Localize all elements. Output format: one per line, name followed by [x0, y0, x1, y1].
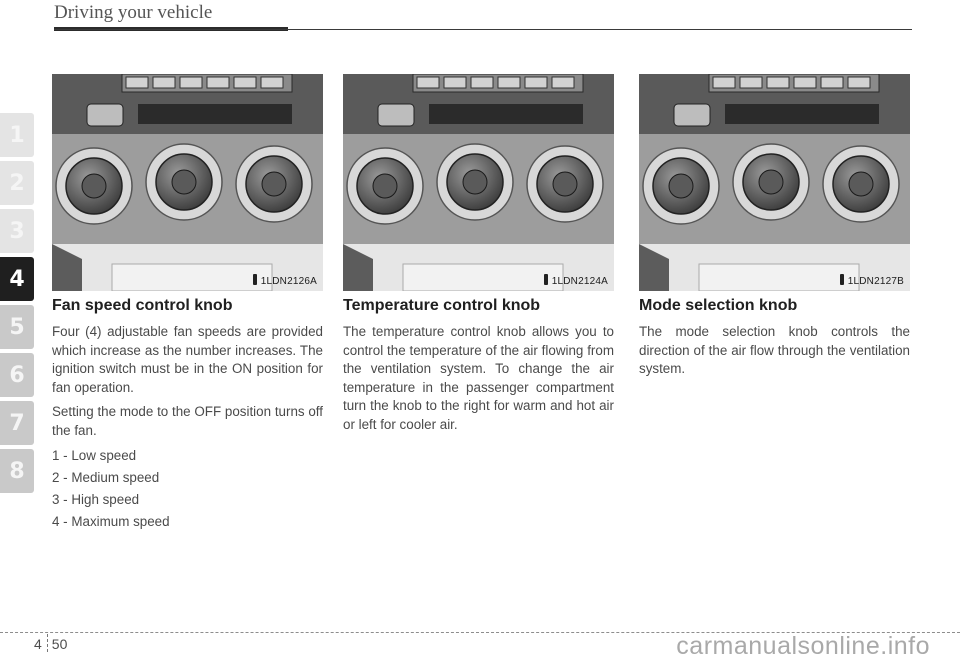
- eject-button: [673, 103, 711, 127]
- knob-center: [462, 169, 488, 195]
- chapter-tab-3[interactable]: 3: [0, 209, 34, 253]
- section-title: Mode selection knob: [639, 297, 798, 314]
- chapter-tab-2[interactable]: 2: [0, 161, 34, 205]
- preset-button: [739, 76, 763, 89]
- preset-button: [416, 76, 440, 89]
- chapter-tab-1[interactable]: 1: [0, 113, 34, 157]
- paragraph: Setting the mode to the OFF position tur…: [52, 404, 323, 438]
- preset-button: [712, 76, 736, 89]
- speed-list-item: 2 - Medium speed: [52, 469, 160, 485]
- knob-center: [261, 171, 287, 197]
- chapter-tab-8[interactable]: 8: [0, 449, 34, 493]
- disc-slot: [138, 104, 292, 124]
- figure-code: 1LDN2127B: [839, 274, 904, 287]
- paragraph: The temperature control knob allows you …: [343, 324, 614, 432]
- page-header-title: Driving your vehicle: [54, 2, 213, 23]
- speed-list-item: 4 - Maximum speed: [52, 513, 170, 529]
- preset-button: [524, 76, 548, 89]
- chapter-tabs: 1 2 3 4 5 6 7 8: [0, 113, 38, 497]
- page-number-value: 50: [51, 636, 68, 652]
- knob-center: [171, 169, 197, 195]
- preset-button: [125, 76, 149, 89]
- storage-tray: [698, 263, 860, 291]
- figure-marker-icon: [839, 274, 844, 285]
- preset-button: [179, 76, 203, 89]
- figure-marker-icon: [543, 274, 548, 285]
- preset-button: [497, 76, 521, 89]
- figure-marker-icon: [252, 274, 257, 285]
- section-temperature: 1LDN2124A Temperature control knob The t…: [343, 74, 614, 441]
- page-number: 4 50: [34, 634, 67, 652]
- header-rule: [54, 29, 912, 30]
- preset-button: [766, 76, 790, 89]
- preset-button: [233, 76, 257, 89]
- speed-list-item: 3 - High speed: [52, 491, 140, 507]
- climate-panel-illustration: [343, 74, 614, 291]
- chapter-tab-7[interactable]: 7: [0, 401, 34, 445]
- climate-panel-illustration: [52, 74, 323, 291]
- dash-trim: [52, 244, 82, 291]
- chapter-tab-6[interactable]: 6: [0, 353, 34, 397]
- preset-button: [152, 76, 176, 89]
- watermark: carmanualsonline.info: [676, 632, 930, 660]
- knob-center: [81, 173, 107, 199]
- fan-speed-figure: 1LDN2126A: [52, 74, 323, 291]
- dash-trim: [343, 244, 373, 291]
- section-fan-speed: 1LDN2126A Fan speed control knob Four (4…: [52, 74, 323, 535]
- climate-panel-illustration: [639, 74, 910, 291]
- disc-slot: [725, 104, 879, 124]
- dash-trim: [639, 244, 669, 291]
- knob-center: [668, 173, 694, 199]
- section-title: Fan speed control knob: [52, 297, 233, 314]
- mode-figure: 1LDN2127B: [639, 74, 910, 291]
- speed-list-item: 1 - Low speed: [52, 447, 137, 463]
- footer-rule: [0, 632, 960, 633]
- chapter-number: 4: [34, 636, 42, 652]
- page-number-separator: [46, 634, 48, 652]
- preset-button: [443, 76, 467, 89]
- eject-button: [377, 103, 415, 127]
- knob-center: [552, 171, 578, 197]
- storage-tray: [402, 263, 564, 291]
- knob-center: [848, 171, 874, 197]
- preset-button: [470, 76, 494, 89]
- figure-code: 1LDN2126A: [252, 274, 317, 287]
- knob-center: [372, 173, 398, 199]
- temperature-figure: 1LDN2124A: [343, 74, 614, 291]
- preset-button: [260, 76, 284, 89]
- disc-slot: [429, 104, 583, 124]
- figure-code: 1LDN2124A: [543, 274, 608, 287]
- storage-tray: [111, 263, 273, 291]
- preset-button: [206, 76, 230, 89]
- preset-button: [847, 76, 871, 89]
- eject-button: [86, 103, 124, 127]
- preset-button: [820, 76, 844, 89]
- chapter-tab-5[interactable]: 5: [0, 305, 34, 349]
- preset-button: [551, 76, 575, 89]
- paragraph: The mode selection knob controls the dir…: [639, 324, 910, 377]
- knob-center: [758, 169, 784, 195]
- section-title: Temperature control knob: [343, 297, 541, 314]
- paragraph: Four (4) adjustable fan speeds are provi…: [52, 324, 323, 395]
- section-mode-selection: 1LDN2127B Mode selection knob The mode s…: [639, 74, 910, 385]
- chapter-tab-4[interactable]: 4: [0, 257, 34, 301]
- preset-button: [793, 76, 817, 89]
